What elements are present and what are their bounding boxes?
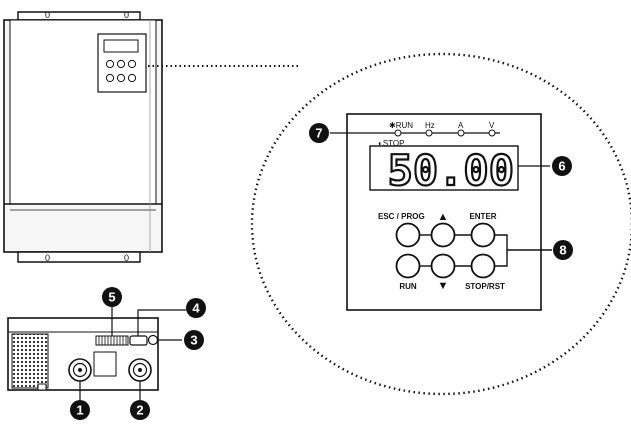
callout-7-number: 7 (315, 126, 322, 141)
callout-7-badge (309, 123, 329, 143)
esc-prog-button[interactable] (395, 222, 421, 248)
up-arrow-icon: ▲ (438, 211, 449, 223)
callout-2-badge (130, 400, 150, 420)
up-button[interactable] (430, 222, 456, 248)
callout-8: 8 (553, 240, 573, 260)
down-arrow-icon: ▼ (438, 280, 449, 292)
inverter-bottom-view: · · · · · · · (7, 306, 186, 400)
bottom-flange (17, 251, 141, 263)
enter-button[interactable] (470, 222, 496, 248)
callout-2-number: 2 (136, 403, 143, 418)
run-button[interactable] (395, 253, 421, 279)
callout-1-badge (70, 400, 90, 420)
mount-hole-label-top-right: 0 (124, 10, 129, 20)
stop-rst-button[interactable] (470, 253, 496, 279)
callout-4: 4 (186, 298, 206, 318)
callout-4-badge (186, 298, 206, 318)
callout-6: 6 (552, 156, 572, 176)
hz-indicator-led (425, 129, 433, 137)
inverter-front-view: 0 0 0 0 (3, 10, 163, 263)
a-indicator-led (457, 129, 465, 137)
ac-output-mark: · · · · (134, 353, 142, 357)
callout-6-number: 6 (558, 159, 565, 174)
callout-6-badge (552, 156, 572, 176)
control-panel-enlarged: ✱RUN Hz A V ◐STOP 50.00 ESC / PROG ▲ ENT… (330, 113, 552, 311)
esc-prog-label: ESC / PROG (378, 212, 425, 221)
mini-lcd (103, 39, 139, 53)
callout-8-badge (553, 240, 573, 260)
callout-2: 2 (130, 400, 150, 420)
ventilation-grille (11, 333, 49, 389)
mount-hole-label-top-left: 0 (45, 10, 50, 20)
terminal-pins (98, 336, 127, 345)
stop-rst-label: STOP/RST (465, 282, 505, 291)
ac-output-pin (138, 368, 142, 372)
label-plate (93, 351, 117, 377)
zoom-circle (250, 52, 631, 396)
callout-1: 1 (70, 400, 90, 420)
run-label: RUN (399, 282, 417, 291)
callout-3-badge (184, 330, 204, 350)
run-indicator-star-icon: ✱ (389, 121, 396, 130)
callout-5-badge (102, 287, 122, 307)
leader-4 (137, 309, 186, 336)
hz-indicator-label: Hz (425, 121, 435, 130)
callout-4-number: 4 (192, 301, 200, 316)
run-indicator-label: ✱RUN (389, 121, 413, 130)
ground-screw (37, 383, 47, 391)
mount-hole-label-bottom-left: 0 (45, 253, 50, 263)
stop-indicator-label: ◐STOP (378, 139, 404, 148)
mini-button (105, 59, 115, 69)
callout-5: 5 (102, 287, 122, 307)
down-button[interactable] (430, 253, 456, 279)
callout-1-number: 1 (76, 403, 83, 418)
mini-button (127, 73, 137, 83)
v-indicator-led (488, 129, 496, 137)
callout-5-number: 5 (108, 290, 115, 305)
rs232-port (129, 335, 148, 346)
top-flange (17, 11, 141, 21)
mount-hole-label-bottom-right: 0 (124, 253, 129, 263)
mini-button (105, 73, 115, 83)
callout-3-number: 3 (190, 333, 197, 348)
v-indicator-label: V (489, 121, 495, 130)
lcd-display (369, 145, 519, 191)
a-indicator-label: A (458, 121, 464, 130)
run-indicator-text: RUN (396, 121, 414, 130)
lcd-display-value: 50.00 (388, 146, 514, 195)
mini-button (116, 59, 126, 69)
stop-indicator-text: STOP (383, 139, 405, 148)
round-port (147, 334, 159, 346)
stop-indicator-icon: ◐ (378, 139, 383, 148)
ac-input-pin (78, 368, 82, 372)
callout-7: 7 (309, 123, 329, 143)
mini-button (116, 73, 126, 83)
callout-3: 3 (184, 330, 204, 350)
ac-input-mark: · · · (76, 353, 81, 357)
mini-button (127, 59, 137, 69)
enter-label: ENTER (469, 212, 496, 221)
run-indicator-led (394, 129, 402, 137)
callout-8-number: 8 (559, 243, 566, 258)
